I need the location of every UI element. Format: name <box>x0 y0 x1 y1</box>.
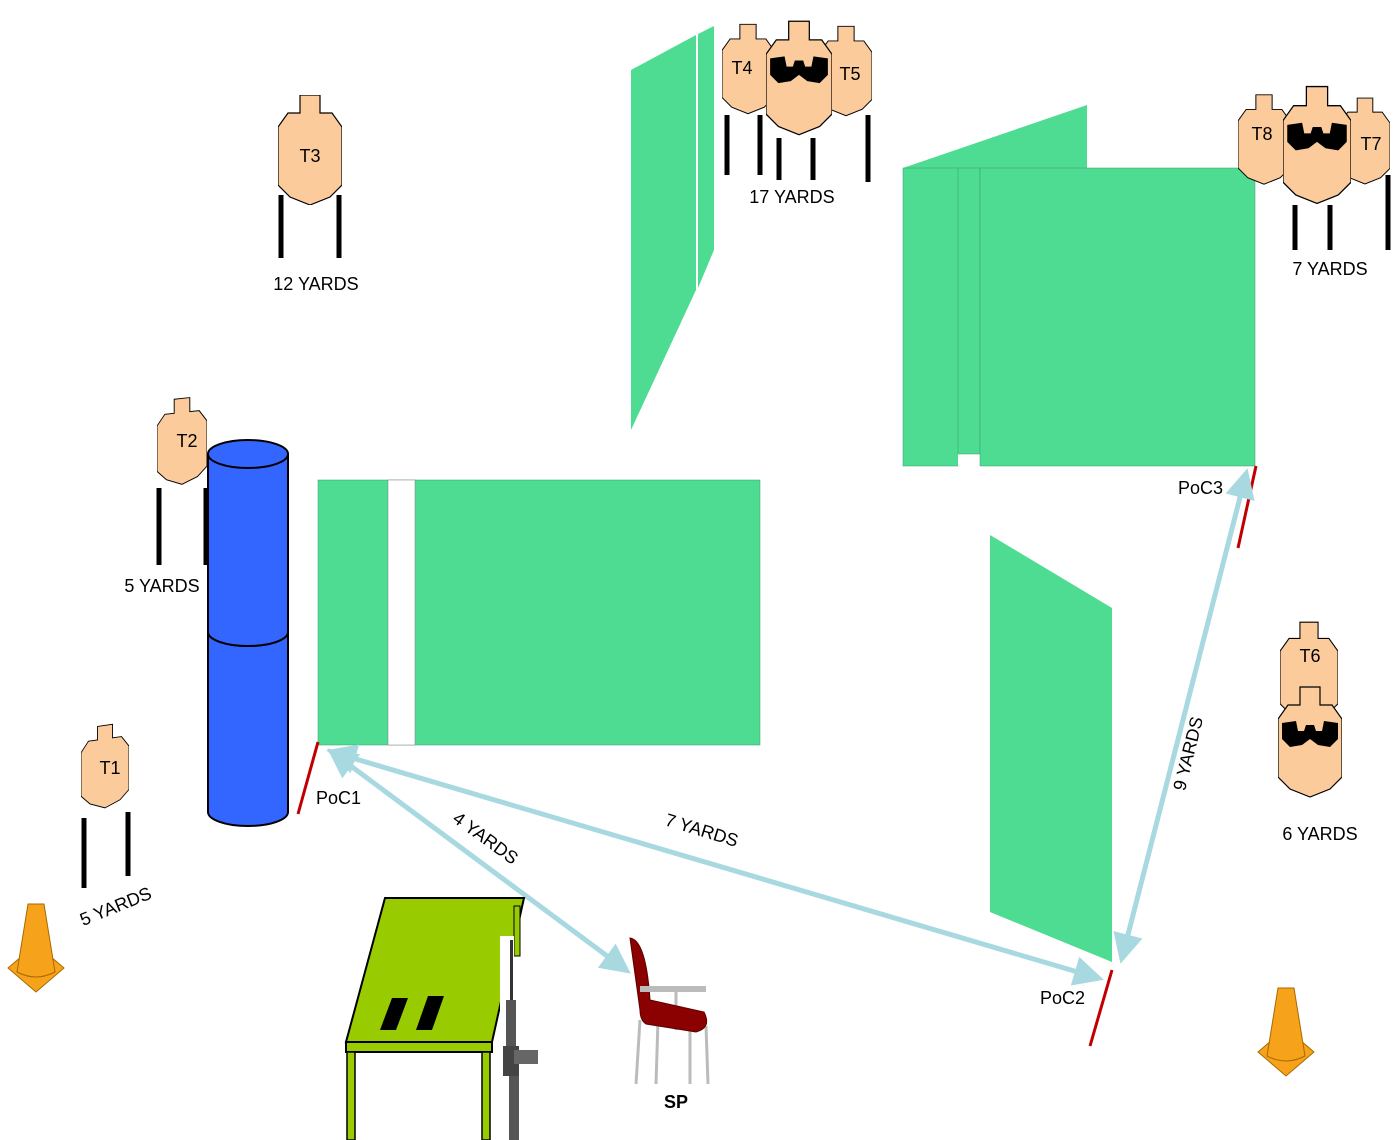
wall-right-lower <box>990 535 1112 962</box>
start-position-label: SP <box>664 1092 688 1112</box>
poc1-label: PoC1 <box>316 788 361 808</box>
wall-top-angled <box>631 26 714 430</box>
traffic-cone-icon <box>7 903 65 993</box>
target-t3-distance: 12 YARDS <box>273 274 358 294</box>
chair-icon <box>629 937 710 1085</box>
arrow-poc2-poc3 <box>1113 468 1255 964</box>
target-t3-label: T3 <box>299 146 320 166</box>
target-t2-distance: 5 YARDS <box>124 576 199 596</box>
wall-center-window <box>387 479 416 746</box>
arrow-poc1-poc2-label: 7 YARDS <box>663 810 741 851</box>
rifle-icon <box>500 936 538 1140</box>
target-cluster-t4-t5: T4 T5 17 YARDS <box>722 20 872 207</box>
poc2: PoC2 <box>1040 969 1114 1047</box>
poc2-label: PoC2 <box>1040 988 1085 1008</box>
target-t3: T3 12 YARDS <box>273 95 359 294</box>
target-t1-distance: 5 YARDS <box>77 883 154 930</box>
barrel-stack <box>207 439 289 827</box>
target-t2-label: T2 <box>176 431 197 451</box>
target-t8-label: T8 <box>1251 124 1272 144</box>
target-t6: T6 6 YARDS <box>1278 621 1358 844</box>
poc1: PoC1 <box>296 741 361 815</box>
poc3-label: PoC3 <box>1178 478 1223 498</box>
target-t4-label: T4 <box>731 58 752 78</box>
target-t2: T2 5 YARDS <box>124 395 209 596</box>
wall-right-upper <box>902 105 1256 467</box>
target-t45-distance: 17 YARDS <box>749 187 834 207</box>
target-cluster-t7-t8: T8 T7 7 YARDS <box>1238 85 1391 279</box>
arrow-sp-poc1-label: 4 YARDS <box>449 808 522 868</box>
table-icon <box>344 897 526 1140</box>
target-t1: T1 5 YARDS <box>77 721 154 930</box>
target-t6-label: T6 <box>1299 646 1320 666</box>
target-t1-label: T1 <box>99 758 120 778</box>
arrow-poc1-poc2 <box>326 744 1104 986</box>
target-t78-distance: 7 YARDS <box>1292 259 1367 279</box>
wall-center <box>317 479 761 746</box>
traffic-cone-icon <box>1257 987 1315 1077</box>
target-t7-label: T7 <box>1360 134 1381 154</box>
target-t6-distance: 6 YARDS <box>1282 824 1357 844</box>
target-t5-label: T5 <box>839 64 860 84</box>
